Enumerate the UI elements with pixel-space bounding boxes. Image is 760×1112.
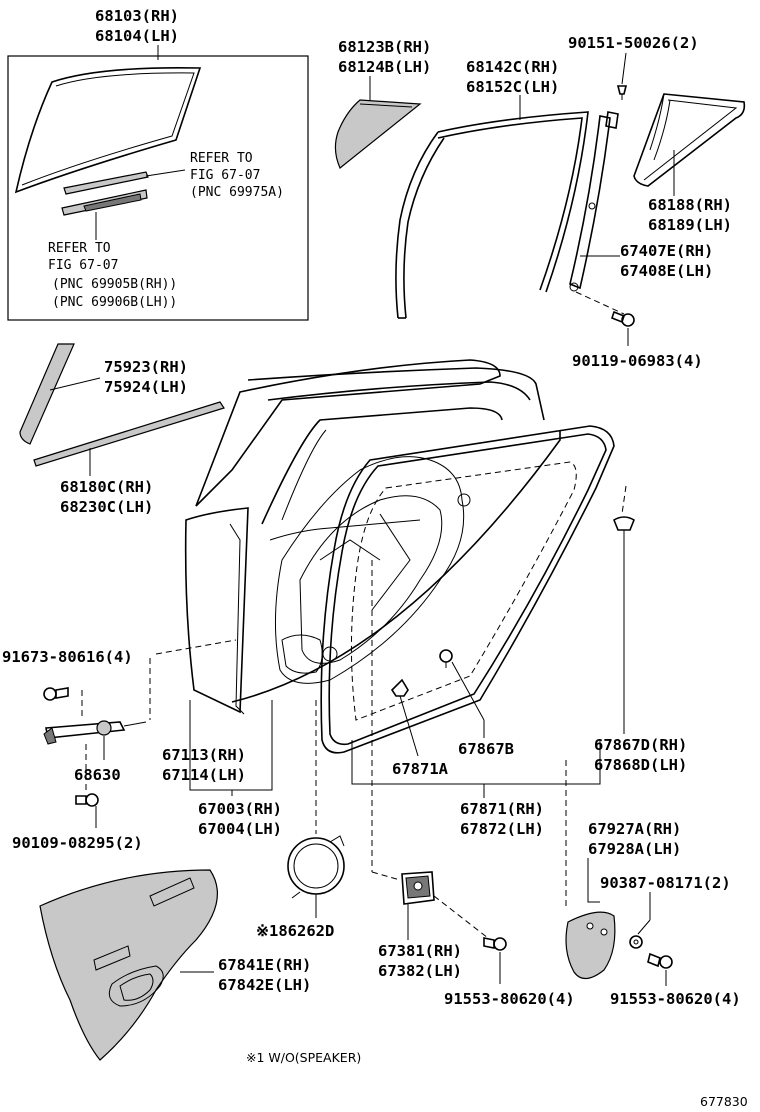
label-67003[interactable]: 67003(RH) bbox=[198, 800, 282, 818]
quarter-frame[interactable] bbox=[633, 93, 746, 187]
bracket-hinge bbox=[189, 700, 273, 791]
division-bar-bolt[interactable] bbox=[611, 310, 635, 327]
leader-cover bbox=[587, 858, 600, 903]
leader-stopper-top2 bbox=[371, 871, 401, 881]
outer-tape[interactable] bbox=[19, 343, 75, 445]
label-67928A[interactable]: 67928A(LH) bbox=[588, 840, 681, 858]
leader-clip-b bbox=[451, 661, 485, 721]
bolt-90109[interactable] bbox=[75, 793, 99, 807]
bolt-91553-stop[interactable] bbox=[483, 937, 507, 951]
label-90151[interactable]: 90151-50026(2) bbox=[568, 34, 699, 52]
leader-clip-cover2 bbox=[637, 919, 651, 935]
door-panel[interactable] bbox=[184, 359, 561, 715]
label-68152C[interactable]: 68152C(LH) bbox=[466, 78, 559, 96]
glass-run[interactable] bbox=[395, 111, 589, 319]
leader-clip-d-top bbox=[621, 485, 627, 515]
clip-67871A[interactable] bbox=[390, 678, 409, 697]
belt-moulding[interactable] bbox=[33, 401, 225, 467]
leader-div-bolt bbox=[575, 291, 625, 315]
door-trim-board[interactable] bbox=[39, 869, 218, 1061]
label-68189[interactable]: 68189(LH) bbox=[648, 216, 732, 234]
label-67004[interactable]: 67004(LH) bbox=[198, 820, 282, 838]
label-67871A[interactable]: 67871A bbox=[392, 760, 449, 778]
label-67842E[interactable]: 67842E(LH) bbox=[218, 976, 311, 994]
refer-text-1c: (PNC 69975A) bbox=[190, 185, 284, 200]
label-86262D[interactable]: ※186262D bbox=[256, 922, 334, 940]
label-68124B[interactable]: 68124B(LH) bbox=[338, 58, 431, 76]
door-weatherstrip[interactable] bbox=[320, 425, 615, 754]
leader-clip-a bbox=[399, 695, 419, 757]
label-91553-b[interactable]: 91553-80620(4) bbox=[610, 990, 741, 1008]
label-68630[interactable]: 68630 bbox=[74, 766, 121, 784]
division-bar[interactable] bbox=[569, 111, 619, 292]
label-67867D[interactable]: 67867D(RH) bbox=[594, 736, 687, 754]
leader-screw-top bbox=[621, 52, 627, 85]
bracket-weatherstrip bbox=[351, 740, 601, 785]
label-68180C[interactable]: 68180C(RH) bbox=[60, 478, 153, 496]
bolt-91673[interactable] bbox=[43, 687, 69, 701]
label-68123B[interactable]: 68123B(RH) bbox=[338, 38, 431, 56]
speaker-ring[interactable] bbox=[287, 835, 345, 899]
clip-90387[interactable] bbox=[629, 935, 643, 949]
label-68104[interactable]: 68104(LH) bbox=[95, 27, 179, 45]
label-90387[interactable]: 90387-08171(2) bbox=[600, 874, 731, 892]
diagram-number: 677830 bbox=[700, 1094, 748, 1109]
screw-top[interactable] bbox=[616, 85, 628, 100]
label-67867B[interactable]: 67867B bbox=[458, 740, 514, 758]
door-glass[interactable] bbox=[14, 66, 202, 194]
glass-channel-upper[interactable] bbox=[63, 171, 149, 195]
label-67382[interactable]: 67382(LH) bbox=[378, 962, 462, 980]
label-90119[interactable]: 90119-06983(4) bbox=[572, 352, 703, 370]
footnote: ※1 W/O(SPEAKER) bbox=[246, 1050, 361, 1065]
door-check[interactable] bbox=[43, 720, 147, 745]
label-68230C[interactable]: 68230C(LH) bbox=[60, 498, 153, 516]
clip-67867D[interactable] bbox=[613, 516, 635, 538]
refer-text-2c: (PNC 69905B(RH)) bbox=[52, 277, 177, 292]
label-67407E[interactable]: 67407E(RH) bbox=[620, 242, 713, 260]
quarter-glass[interactable] bbox=[334, 99, 422, 169]
label-67872[interactable]: 67872(LH) bbox=[460, 820, 544, 838]
label-91673[interactable]: 91673-80616(4) bbox=[2, 648, 133, 666]
label-75923[interactable]: 75923(RH) bbox=[104, 358, 188, 376]
label-75924[interactable]: 75924(LH) bbox=[104, 378, 188, 396]
label-90109[interactable]: 90109-08295(2) bbox=[12, 834, 143, 852]
label-67841E[interactable]: 67841E(RH) bbox=[218, 956, 311, 974]
refer-text-1b[interactable]: FIG 67-07 bbox=[190, 168, 260, 183]
refer-text-2a[interactable]: REFER TO bbox=[48, 241, 111, 256]
leader-refer1 bbox=[145, 169, 186, 177]
label-67114[interactable]: 67114(LH) bbox=[162, 766, 246, 784]
hole-cover[interactable] bbox=[565, 911, 616, 980]
refer-text-1a[interactable]: REFER TO bbox=[190, 151, 253, 166]
label-67871[interactable]: 67871(RH) bbox=[460, 800, 544, 818]
door-stopper[interactable] bbox=[401, 871, 435, 905]
leader-bolt-stop-a bbox=[433, 895, 489, 939]
label-67927A[interactable]: 67927A(RH) bbox=[588, 820, 681, 838]
label-68188[interactable]: 68188(RH) bbox=[648, 196, 732, 214]
label-67868D[interactable]: 67868D(LH) bbox=[594, 756, 687, 774]
leader-bolt-check-a bbox=[155, 639, 237, 655]
label-67408E[interactable]: 67408E(LH) bbox=[620, 262, 713, 280]
refer-text-2b[interactable]: FIG 67-07 bbox=[48, 258, 118, 273]
label-67381[interactable]: 67381(RH) bbox=[378, 942, 462, 960]
label-68142C[interactable]: 68142C(RH) bbox=[466, 58, 559, 76]
label-68103[interactable]: 68103(RH) bbox=[95, 7, 179, 25]
glass-channel-lower[interactable] bbox=[61, 189, 148, 216]
refer-text-2d: (PNC 69906B(LH)) bbox=[52, 295, 177, 310]
clip-67867B[interactable] bbox=[439, 649, 453, 668]
bolt-91553-cover[interactable] bbox=[647, 952, 673, 969]
label-67113[interactable]: 67113(RH) bbox=[162, 746, 246, 764]
label-91553-a[interactable]: 91553-80620(4) bbox=[444, 990, 575, 1008]
leader-tape bbox=[49, 377, 101, 391]
